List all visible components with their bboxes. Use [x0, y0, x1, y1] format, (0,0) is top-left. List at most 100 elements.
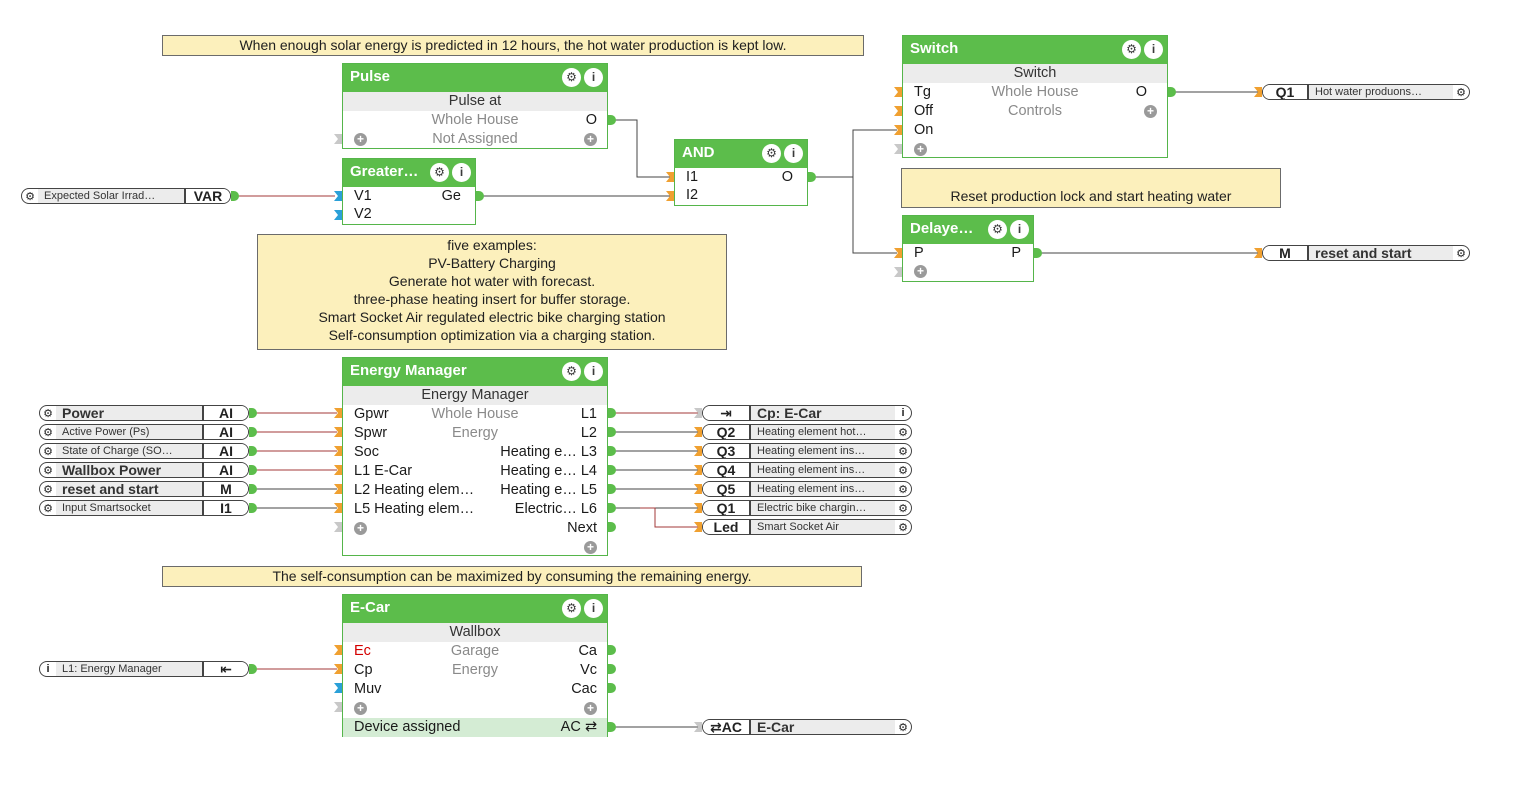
em-output-next[interactable]: Next: [567, 520, 597, 536]
gear-icon[interactable]: ⚙: [1456, 247, 1466, 260]
input-port[interactable]: [894, 248, 902, 258]
input-port[interactable]: [334, 134, 342, 144]
em-input-l5[interactable]: L5 Heating elem…: [354, 501, 475, 517]
ecar-output-vc[interactable]: Vc: [580, 662, 597, 678]
switch-header[interactable]: Switch ⚙i: [903, 36, 1167, 64]
gear-icon[interactable]: ⚙: [1122, 40, 1141, 59]
energy-manager-header[interactable]: Energy Manager ⚙i: [343, 358, 607, 386]
input-port[interactable]: [334, 702, 342, 712]
connector-m-reset[interactable]: M reset and start ⚙: [1262, 245, 1470, 261]
em-input-l2[interactable]: L2 Heating elem…: [354, 482, 475, 498]
gear-icon[interactable]: ⚙: [898, 521, 908, 534]
input-port[interactable]: [334, 683, 342, 693]
output-port[interactable]: [608, 722, 616, 732]
input-port[interactable]: [334, 465, 342, 475]
em-output-l5[interactable]: Heating e… L5: [500, 482, 597, 498]
input-port[interactable]: [694, 427, 702, 437]
info-icon[interactable]: i: [452, 163, 471, 182]
ecar-output-ca[interactable]: Ca: [578, 643, 597, 659]
greater-input-v1[interactable]: V1: [354, 188, 372, 204]
greater-header[interactable]: Greater… ⚙i: [343, 159, 475, 187]
input-port[interactable]: [894, 125, 902, 135]
gear-icon[interactable]: ⚙: [1456, 86, 1466, 99]
output-port[interactable]: [608, 115, 616, 125]
gear-icon[interactable]: ⚙: [43, 407, 53, 420]
info-icon[interactable]: i: [1010, 220, 1029, 239]
info-icon[interactable]: i: [784, 144, 803, 163]
output-port[interactable]: [249, 484, 257, 494]
delayed-output-p[interactable]: P: [1011, 245, 1021, 261]
input-port[interactable]: [694, 522, 702, 532]
output-port[interactable]: [249, 446, 257, 456]
input-port[interactable]: [334, 210, 342, 220]
add-input-icon[interactable]: +: [354, 701, 367, 715]
output-port[interactable]: [608, 484, 616, 494]
connector-ac-ecar[interactable]: ⇄AC E-Car ⚙: [702, 719, 912, 735]
input-port[interactable]: [334, 645, 342, 655]
output-port[interactable]: [1034, 248, 1042, 258]
and-output-o[interactable]: O: [781, 169, 793, 185]
and-input-i2[interactable]: I2: [686, 187, 699, 203]
gear-icon[interactable]: ⚙: [43, 502, 53, 515]
gear-icon[interactable]: ⚙: [25, 190, 35, 203]
output-port[interactable]: [249, 503, 257, 513]
output-port[interactable]: [608, 427, 616, 437]
pulse-output-o[interactable]: O: [585, 112, 597, 128]
switch-input-tg[interactable]: Tg: [914, 84, 931, 100]
switch-output-o[interactable]: O: [1135, 84, 1147, 100]
input-port[interactable]: [1254, 87, 1262, 97]
gear-icon[interactable]: ⚙: [762, 144, 781, 163]
em-input-soc[interactable]: Soc: [354, 444, 379, 460]
input-port[interactable]: [334, 522, 342, 532]
gear-icon[interactable]: ⚙: [43, 483, 53, 496]
em-input-spwr[interactable]: Spwr: [354, 425, 388, 441]
info-icon[interactable]: i: [1144, 40, 1163, 59]
pulse-header[interactable]: Pulse ⚙i: [343, 64, 607, 92]
output-port[interactable]: [808, 172, 816, 182]
em-output-l2[interactable]: L2: [580, 425, 597, 441]
gear-icon[interactable]: ⚙: [43, 464, 53, 477]
em-input-l1[interactable]: L1 E-Car: [354, 463, 413, 479]
output-port[interactable]: [249, 465, 257, 475]
delayed-input-p[interactable]: P: [914, 245, 924, 261]
input-port[interactable]: [334, 664, 342, 674]
greater-input-v2[interactable]: V2: [354, 206, 372, 222]
input-port[interactable]: [894, 87, 902, 97]
info-icon[interactable]: i: [584, 362, 603, 381]
info-icon[interactable]: i: [901, 407, 905, 419]
connector-expected-solar[interactable]: ⚙ Expected Solar Irrad… VAR: [21, 188, 231, 204]
switch-input-off[interactable]: Off: [914, 103, 934, 119]
gear-icon[interactable]: ⚙: [898, 464, 908, 477]
add-output-icon[interactable]: +: [1144, 104, 1157, 118]
em-output-l1[interactable]: L1: [580, 406, 597, 422]
gear-icon[interactable]: ⚙: [898, 483, 908, 496]
greater-block[interactable]: Greater… ⚙i V1 Ge V2: [342, 158, 476, 225]
em-output-l6[interactable]: Electric… L6: [514, 501, 597, 517]
add-output-icon[interactable]: +: [584, 540, 597, 554]
input-port[interactable]: [894, 267, 902, 277]
info-icon[interactable]: i: [584, 599, 603, 618]
and-input-i1[interactable]: I1: [686, 169, 699, 185]
output-port[interactable]: [608, 683, 616, 693]
info-icon[interactable]: i: [584, 68, 603, 87]
em-output-l3[interactable]: Heating e… L3: [500, 444, 597, 460]
input-port[interactable]: [334, 446, 342, 456]
greater-output-ge[interactable]: Ge: [441, 188, 461, 204]
output-port[interactable]: [608, 503, 616, 513]
add-input-icon[interactable]: +: [354, 521, 367, 535]
gear-icon[interactable]: ⚙: [898, 502, 908, 515]
output-port[interactable]: [249, 408, 257, 418]
gear-icon[interactable]: ⚙: [43, 445, 53, 458]
